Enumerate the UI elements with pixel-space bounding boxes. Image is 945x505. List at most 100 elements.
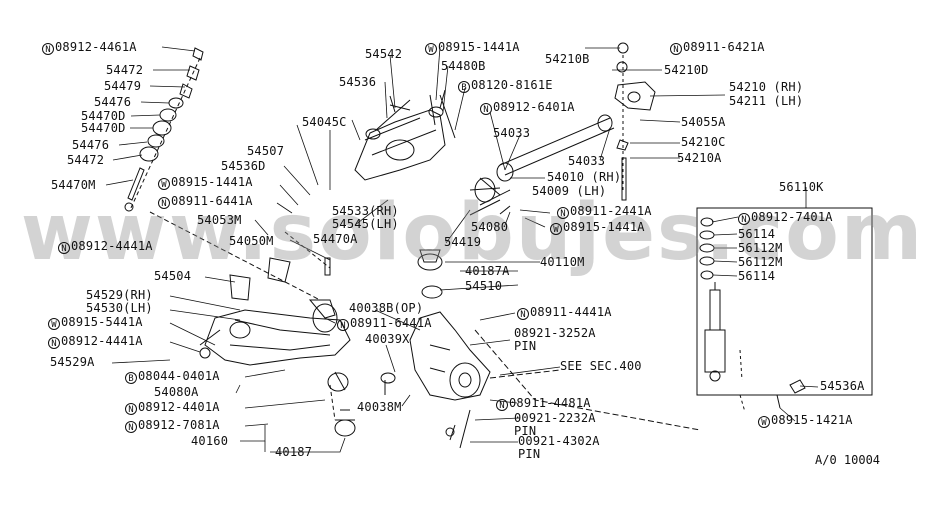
label-pin-3: PIN xyxy=(518,447,541,461)
label-56112M-2: 56112M xyxy=(738,255,783,269)
label-54480B: 54480B xyxy=(441,59,486,73)
label-54210B: 54210B xyxy=(545,52,590,66)
label-56114-top: 56114 xyxy=(738,227,776,241)
lower-control-arm xyxy=(149,211,351,392)
bolt-symbol-icon: B xyxy=(458,81,470,93)
part-number: 08911-6441A xyxy=(171,194,253,208)
part-number: 08915-1441A xyxy=(563,220,645,234)
label-54529-rh: 54529(RH) xyxy=(86,288,153,302)
nut-symbol-icon: N xyxy=(517,308,529,320)
leader-lines xyxy=(105,46,819,453)
label-54529A: 54529A xyxy=(50,355,95,369)
nut-symbol-icon: N xyxy=(670,43,682,55)
nut-symbol-icon: N xyxy=(738,213,750,225)
nut-symbol-icon: N xyxy=(480,103,492,115)
nut-symbol-icon: N xyxy=(125,403,137,415)
label-40187A: 40187A xyxy=(465,264,510,278)
label-54536: 54536 xyxy=(339,75,377,89)
washer-symbol-icon: W xyxy=(758,416,770,428)
part-number: 08915-1421A xyxy=(771,413,853,427)
part-number: 08911-6441A xyxy=(350,316,432,330)
label-54033-mid: 54033 xyxy=(568,154,606,168)
label-54080: 54080 xyxy=(471,220,509,234)
label-54470D-1: 54470D xyxy=(81,109,126,123)
label-54504: 54504 xyxy=(154,269,192,283)
washer-symbol-icon: W xyxy=(550,223,562,235)
label-54472-bottom: 54472 xyxy=(67,153,105,167)
label-54210A: 54210A xyxy=(677,151,722,165)
label-54510: 54510 xyxy=(465,279,503,293)
label-54542: 54542 xyxy=(365,47,403,61)
label-54536A: 54536A xyxy=(820,379,865,393)
nut-symbol-icon: N xyxy=(337,319,349,331)
part-number: 08915-5441A xyxy=(61,315,143,329)
label-54210D: 54210D xyxy=(664,63,709,77)
part-number: 08912-4461A xyxy=(55,40,137,54)
nut-symbol-icon: N xyxy=(158,197,170,209)
label-pin-2: PIN xyxy=(514,424,537,438)
label-54210-rh: 54210 (RH) xyxy=(729,80,804,94)
washer-symbol-icon: W xyxy=(48,318,60,330)
label-54507: 54507 xyxy=(247,144,285,158)
part-number: 08911-6421A xyxy=(683,40,765,54)
label-54045C: 54045C xyxy=(302,115,347,129)
label-54055A: 54055A xyxy=(681,115,726,129)
torsion-bar-anchor xyxy=(614,42,656,201)
part-number: 08044-0401A xyxy=(138,369,220,383)
label-54050M: 54050M xyxy=(229,234,274,248)
nut-symbol-icon: N xyxy=(557,207,569,219)
label-00921-2232A: 00921-2232A xyxy=(514,411,596,425)
part-number: 08912-4441A xyxy=(71,239,153,253)
label-see-sec-400: SEE SEC.400 xyxy=(560,359,642,373)
label-54010-rh: 54010 (RH) xyxy=(547,170,622,184)
label-54053M: 54053M xyxy=(197,213,242,227)
label-54211-lh: 54211 (LH) xyxy=(729,94,804,108)
part-number: 08911-4481A xyxy=(509,396,591,410)
label-54533-rh: 54533(RH) xyxy=(332,204,399,218)
label-00921-4302A: 00921-4302A xyxy=(518,434,600,448)
label-54472-top: 54472 xyxy=(106,63,144,77)
label-54210C: 54210C xyxy=(681,135,726,149)
label-54536D: 54536D xyxy=(221,159,266,173)
part-number: 08912-4441A xyxy=(61,334,143,348)
label-pin-1: PIN xyxy=(514,339,537,353)
label-40039X: 40039X xyxy=(365,332,410,346)
label-54419: 54419 xyxy=(444,235,482,249)
drawing-reference: A/0 10004 xyxy=(815,453,881,467)
label-54033-top: 54033 xyxy=(493,126,531,140)
label-56112M-1: 56112M xyxy=(738,241,783,255)
nut-symbol-icon: N xyxy=(496,399,508,411)
label-54470D-2: 54470D xyxy=(81,121,126,135)
label-40038M: 40038M xyxy=(357,400,402,414)
nut-symbol-icon: N xyxy=(42,43,54,55)
label-56114-bottom: 56114 xyxy=(738,269,776,283)
label-40160: 40160 xyxy=(191,434,229,448)
label-40038B-op: 40038B(OP) xyxy=(349,301,424,315)
upper-control-arm xyxy=(354,89,456,181)
label-54476-top: 54476 xyxy=(94,95,132,109)
label-40110M: 40110M xyxy=(540,255,585,269)
part-number: 08912-7401A xyxy=(751,210,833,224)
part-number: 08912-7081A xyxy=(138,418,220,432)
label-54476-bottom: 54476 xyxy=(72,138,110,152)
